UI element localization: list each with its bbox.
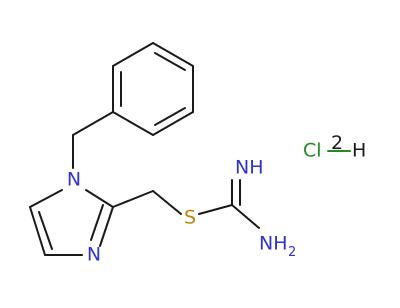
bond-c2-ch2 bbox=[112, 190, 154, 208]
atom-amine-label: NH bbox=[259, 233, 288, 255]
atom-amine-subscript: 2 bbox=[288, 245, 296, 260]
bond-n3-c2 bbox=[99, 206, 114, 247]
bond-ring-double-1 bbox=[154, 52, 186, 71]
bond-c5-c4-double bbox=[38, 211, 53, 250]
bond-ring-double-2 bbox=[154, 107, 186, 126]
atom-n1-label: N bbox=[67, 169, 81, 191]
bond-c2-n1 bbox=[85, 189, 114, 208]
bond-ring-1 bbox=[152, 42, 194, 67]
atom-cl-label: Cl bbox=[303, 140, 322, 162]
imidazole-ring bbox=[29, 189, 114, 256]
bond-n3-c2-double bbox=[90, 204, 104, 241]
bond-c5-c4 bbox=[29, 206, 46, 256]
benzene-ring bbox=[112, 42, 194, 136]
bond-c-nh2 bbox=[231, 204, 260, 229]
bond-ch2-s bbox=[152, 190, 182, 215]
atom-imine-label: NH bbox=[235, 157, 264, 179]
bond-s-c bbox=[198, 204, 233, 215]
bond-ring-4 bbox=[112, 111, 154, 136]
bond-ring-3 bbox=[152, 111, 194, 136]
bond-n1-c5 bbox=[29, 189, 63, 208]
atom-n3-label: N bbox=[87, 244, 101, 266]
charge-label: 2 bbox=[331, 132, 343, 154]
atom-h-label: H bbox=[352, 140, 366, 162]
atom-s-label: S bbox=[184, 207, 196, 229]
bond-ring-to-ch2 bbox=[72, 111, 114, 136]
bond-ring-6 bbox=[112, 42, 154, 67]
